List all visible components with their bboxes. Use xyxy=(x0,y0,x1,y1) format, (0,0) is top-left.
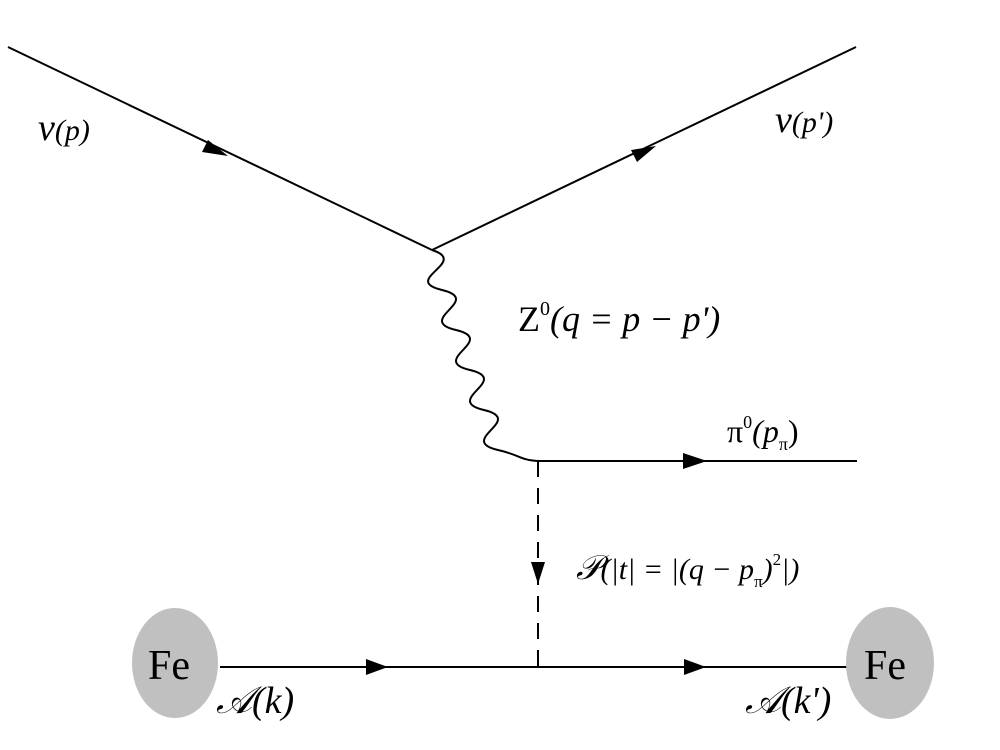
pion-arrow xyxy=(683,453,707,469)
z-symbol: Z xyxy=(518,299,540,339)
nucleus-out-arrow xyxy=(684,659,706,675)
pomeron-t-mid: ) xyxy=(761,553,773,586)
pomeron-arrow xyxy=(531,562,545,584)
nucleus-in-label: 𝒜(k) xyxy=(216,680,294,722)
pion-momentum-subscript: π xyxy=(779,434,788,454)
pion-symbol: π xyxy=(727,413,743,449)
pion-superscript: 0 xyxy=(743,412,752,432)
pion-momentum-open: (p xyxy=(752,413,779,449)
z-boson-label: Z0(q = p − p') xyxy=(518,298,720,339)
nucleus-in-arrow xyxy=(366,659,388,675)
pomeron-t-close: |) xyxy=(781,553,799,586)
pomeron-t-superscript: 2 xyxy=(773,550,782,569)
fe-nucleus-left xyxy=(132,608,218,718)
outgoing-neutrino-label: ν(p') xyxy=(775,99,833,141)
outgoing-neutrino-arrow xyxy=(631,146,656,162)
pion-momentum-close: ) xyxy=(788,413,799,449)
nu-prime-momentum: (p') xyxy=(792,106,833,139)
z-superscript: 0 xyxy=(540,298,550,320)
fe-nucleus-right xyxy=(846,607,934,719)
z-boson-propagator xyxy=(427,249,539,462)
nu-symbol: ν xyxy=(38,107,55,149)
z-momentum: (q = p − p') xyxy=(550,299,720,339)
pomeron-t-subscript: π xyxy=(754,572,763,591)
incoming-neutrino-label: ν(p) xyxy=(38,107,90,149)
fe-right-label: Fe xyxy=(864,643,906,689)
fe-left-label: Fe xyxy=(148,643,190,689)
nucleus-out-momentum: (k') xyxy=(781,680,831,722)
nu-prime-symbol: ν xyxy=(775,99,792,141)
pomeron-t-open: (|t| = |(q − p xyxy=(601,553,755,586)
nu-momentum: (p) xyxy=(55,114,90,147)
nucleus-in-momentum: (k) xyxy=(252,680,294,722)
pion-label: π0(pπ) xyxy=(727,412,799,454)
incoming-neutrino-arrow xyxy=(202,140,228,156)
nucleus-out-label: 𝒜(k') xyxy=(745,680,831,722)
incoming-neutrino-line xyxy=(7,46,433,251)
pomeron-label: 𝒫(|t| = |(q − pπ)2|) xyxy=(576,550,799,591)
